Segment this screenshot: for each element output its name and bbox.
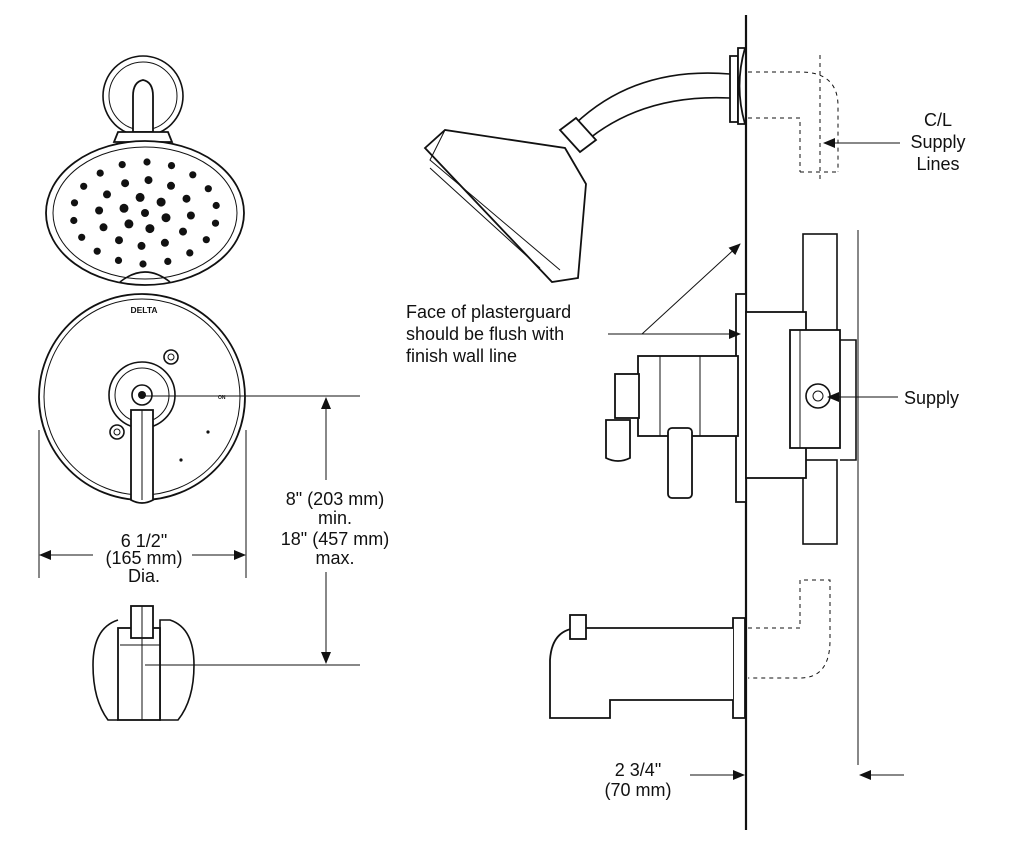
plasterguard-label-2: should be flush with xyxy=(406,324,564,344)
nozzle-hole xyxy=(121,179,130,188)
callout-supply: Supply xyxy=(827,388,959,408)
nozzle-hole xyxy=(70,199,79,207)
front-valve-trim: DELTA ON xyxy=(38,293,246,504)
nozzle-hole xyxy=(139,260,147,268)
dial-mark-text: ON xyxy=(218,395,226,401)
nozzle-hole xyxy=(156,197,166,207)
nozzle-hole xyxy=(179,227,187,236)
plasterguard-label-3: finish wall line xyxy=(406,346,517,366)
nozzle-hole xyxy=(212,201,220,210)
nozzle-hole xyxy=(204,185,212,193)
diameter-label-2: (165 mm) xyxy=(105,548,182,568)
height-dimension: 8" (203 mm) min. 18" (457 mm) max. xyxy=(145,395,389,666)
diameter-label-3: Dia. xyxy=(128,566,160,586)
nozzle-hole xyxy=(145,224,155,234)
nozzle-hole xyxy=(164,257,172,265)
height-label-2: min. xyxy=(318,508,352,528)
nozzle-hole xyxy=(70,216,78,225)
brand-logo-text: DELTA xyxy=(130,305,157,315)
nozzle-hole xyxy=(160,238,169,247)
supply-lines-label-1: C/L xyxy=(924,110,952,130)
diameter-label-1: 6 1/2" xyxy=(121,531,167,551)
nozzle-hole xyxy=(144,176,153,185)
nozzle-hole xyxy=(137,241,146,250)
nozzle-hole xyxy=(143,158,151,166)
callout-plasterguard: Face of plasterguard should be flush wit… xyxy=(406,243,741,366)
height-label-3: 18" (457 mm) xyxy=(281,529,389,549)
height-label-4: max. xyxy=(315,548,354,568)
nozzle-hole xyxy=(115,236,123,245)
front-tub-spout xyxy=(92,605,195,721)
nozzle-hole xyxy=(161,213,171,223)
nozzle-hole xyxy=(182,194,191,203)
nozzle-hole xyxy=(141,209,149,217)
nozzle-hole xyxy=(93,247,101,255)
nozzle-hole xyxy=(103,190,111,199)
supply-lines-label-2: Supply xyxy=(910,132,965,152)
nozzle-hole xyxy=(95,206,104,215)
diameter-dimension: 6 1/2" (165 mm) Dia. xyxy=(38,430,247,586)
nozzle-hole xyxy=(189,171,197,179)
nozzle-hole xyxy=(118,161,126,169)
side-view: 2 3/4" (70 mm) xyxy=(423,15,904,830)
nozzle-hole xyxy=(78,233,86,241)
nozzle-hole xyxy=(135,192,145,202)
nozzle-hole xyxy=(202,236,210,244)
nozzle-hole xyxy=(186,211,195,220)
nozzle-hole xyxy=(186,249,194,257)
nozzle-hole xyxy=(167,181,175,190)
supply-label: Supply xyxy=(904,388,959,408)
supply-lines-label-3: Lines xyxy=(916,154,959,174)
nozzle-hole xyxy=(119,203,129,213)
nozzle-hole xyxy=(124,219,134,229)
nozzle-hole xyxy=(211,219,220,227)
nozzle-hole xyxy=(80,182,88,190)
nozzle-hole xyxy=(99,223,108,232)
callout-supply-lines: C/L Supply Lines xyxy=(823,110,966,174)
depth-label-2: (70 mm) xyxy=(605,780,672,800)
depth-label-1: 2 3/4" xyxy=(615,760,661,780)
nozzle-holes xyxy=(70,158,220,268)
height-label-1: 8" (203 mm) xyxy=(286,489,384,509)
nozzle-hole xyxy=(96,169,104,177)
plasterguard-label-1: Face of plasterguard xyxy=(406,302,571,322)
nozzle-hole xyxy=(167,162,176,170)
nozzle-hole xyxy=(114,256,123,264)
front-showerhead xyxy=(45,55,245,286)
